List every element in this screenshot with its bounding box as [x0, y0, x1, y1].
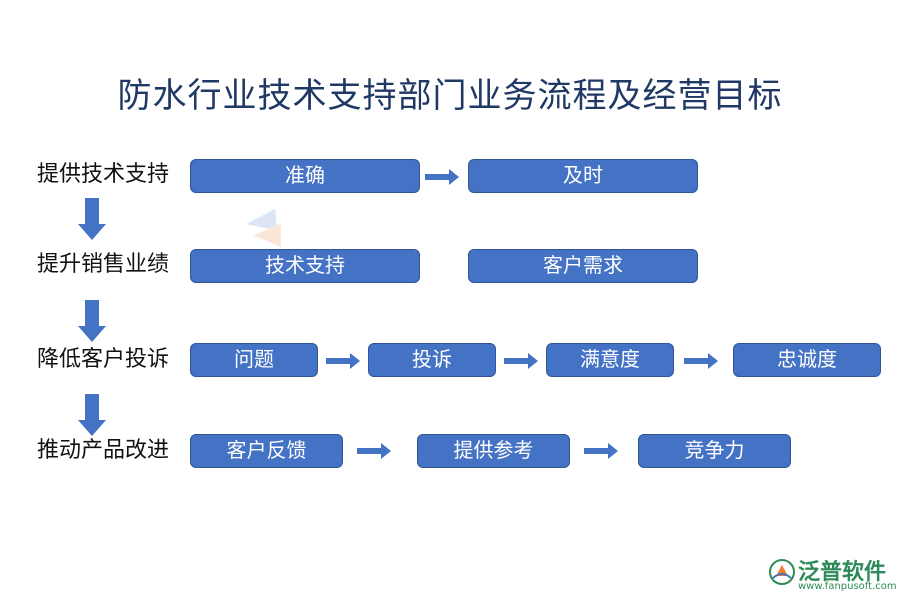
down-arrow-icon [78, 198, 106, 240]
box-satisfaction: 满意度 [546, 343, 674, 377]
right-arrow-icon [504, 353, 538, 369]
right-arrow-icon [357, 443, 391, 459]
brand-logo: 泛普软件 www.fanpusoft.com [768, 556, 898, 596]
box-customer-feedback: 客户反馈 [190, 434, 343, 468]
watermark-logo-icon [245, 208, 282, 247]
brand-name: 泛普软件 [798, 560, 887, 585]
right-arrow-icon [684, 353, 718, 369]
box-loyalty: 忠诚度 [733, 343, 881, 377]
box-timely: 及时 [468, 159, 698, 193]
step-label-2: 提升销售业绩 [36, 252, 169, 277]
box-competitiveness: 竞争力 [638, 434, 791, 468]
box-accurate: 准确 [190, 159, 420, 193]
down-arrow-icon [78, 394, 106, 436]
box-customer-demand: 客户需求 [468, 249, 698, 283]
box-problem: 问题 [190, 343, 318, 377]
brand-url: www.fanpusoft.com [798, 581, 897, 592]
down-arrow-icon [78, 300, 106, 342]
box-complaint: 投诉 [368, 343, 496, 377]
fanpu-logo-icon [769, 559, 795, 585]
step-label-1: 提供技术支持 [36, 162, 169, 187]
step-label-4: 推动产品改进 [36, 438, 169, 463]
page-title: 防水行业技术支持部门业务流程及经营目标 [117, 76, 783, 116]
box-tech-support: 技术支持 [190, 249, 420, 283]
box-provide-reference: 提供参考 [417, 434, 570, 468]
step-label-3: 降低客户投诉 [36, 347, 169, 372]
right-arrow-icon [326, 353, 360, 369]
right-arrow-icon [425, 169, 459, 185]
right-arrow-icon [584, 443, 618, 459]
